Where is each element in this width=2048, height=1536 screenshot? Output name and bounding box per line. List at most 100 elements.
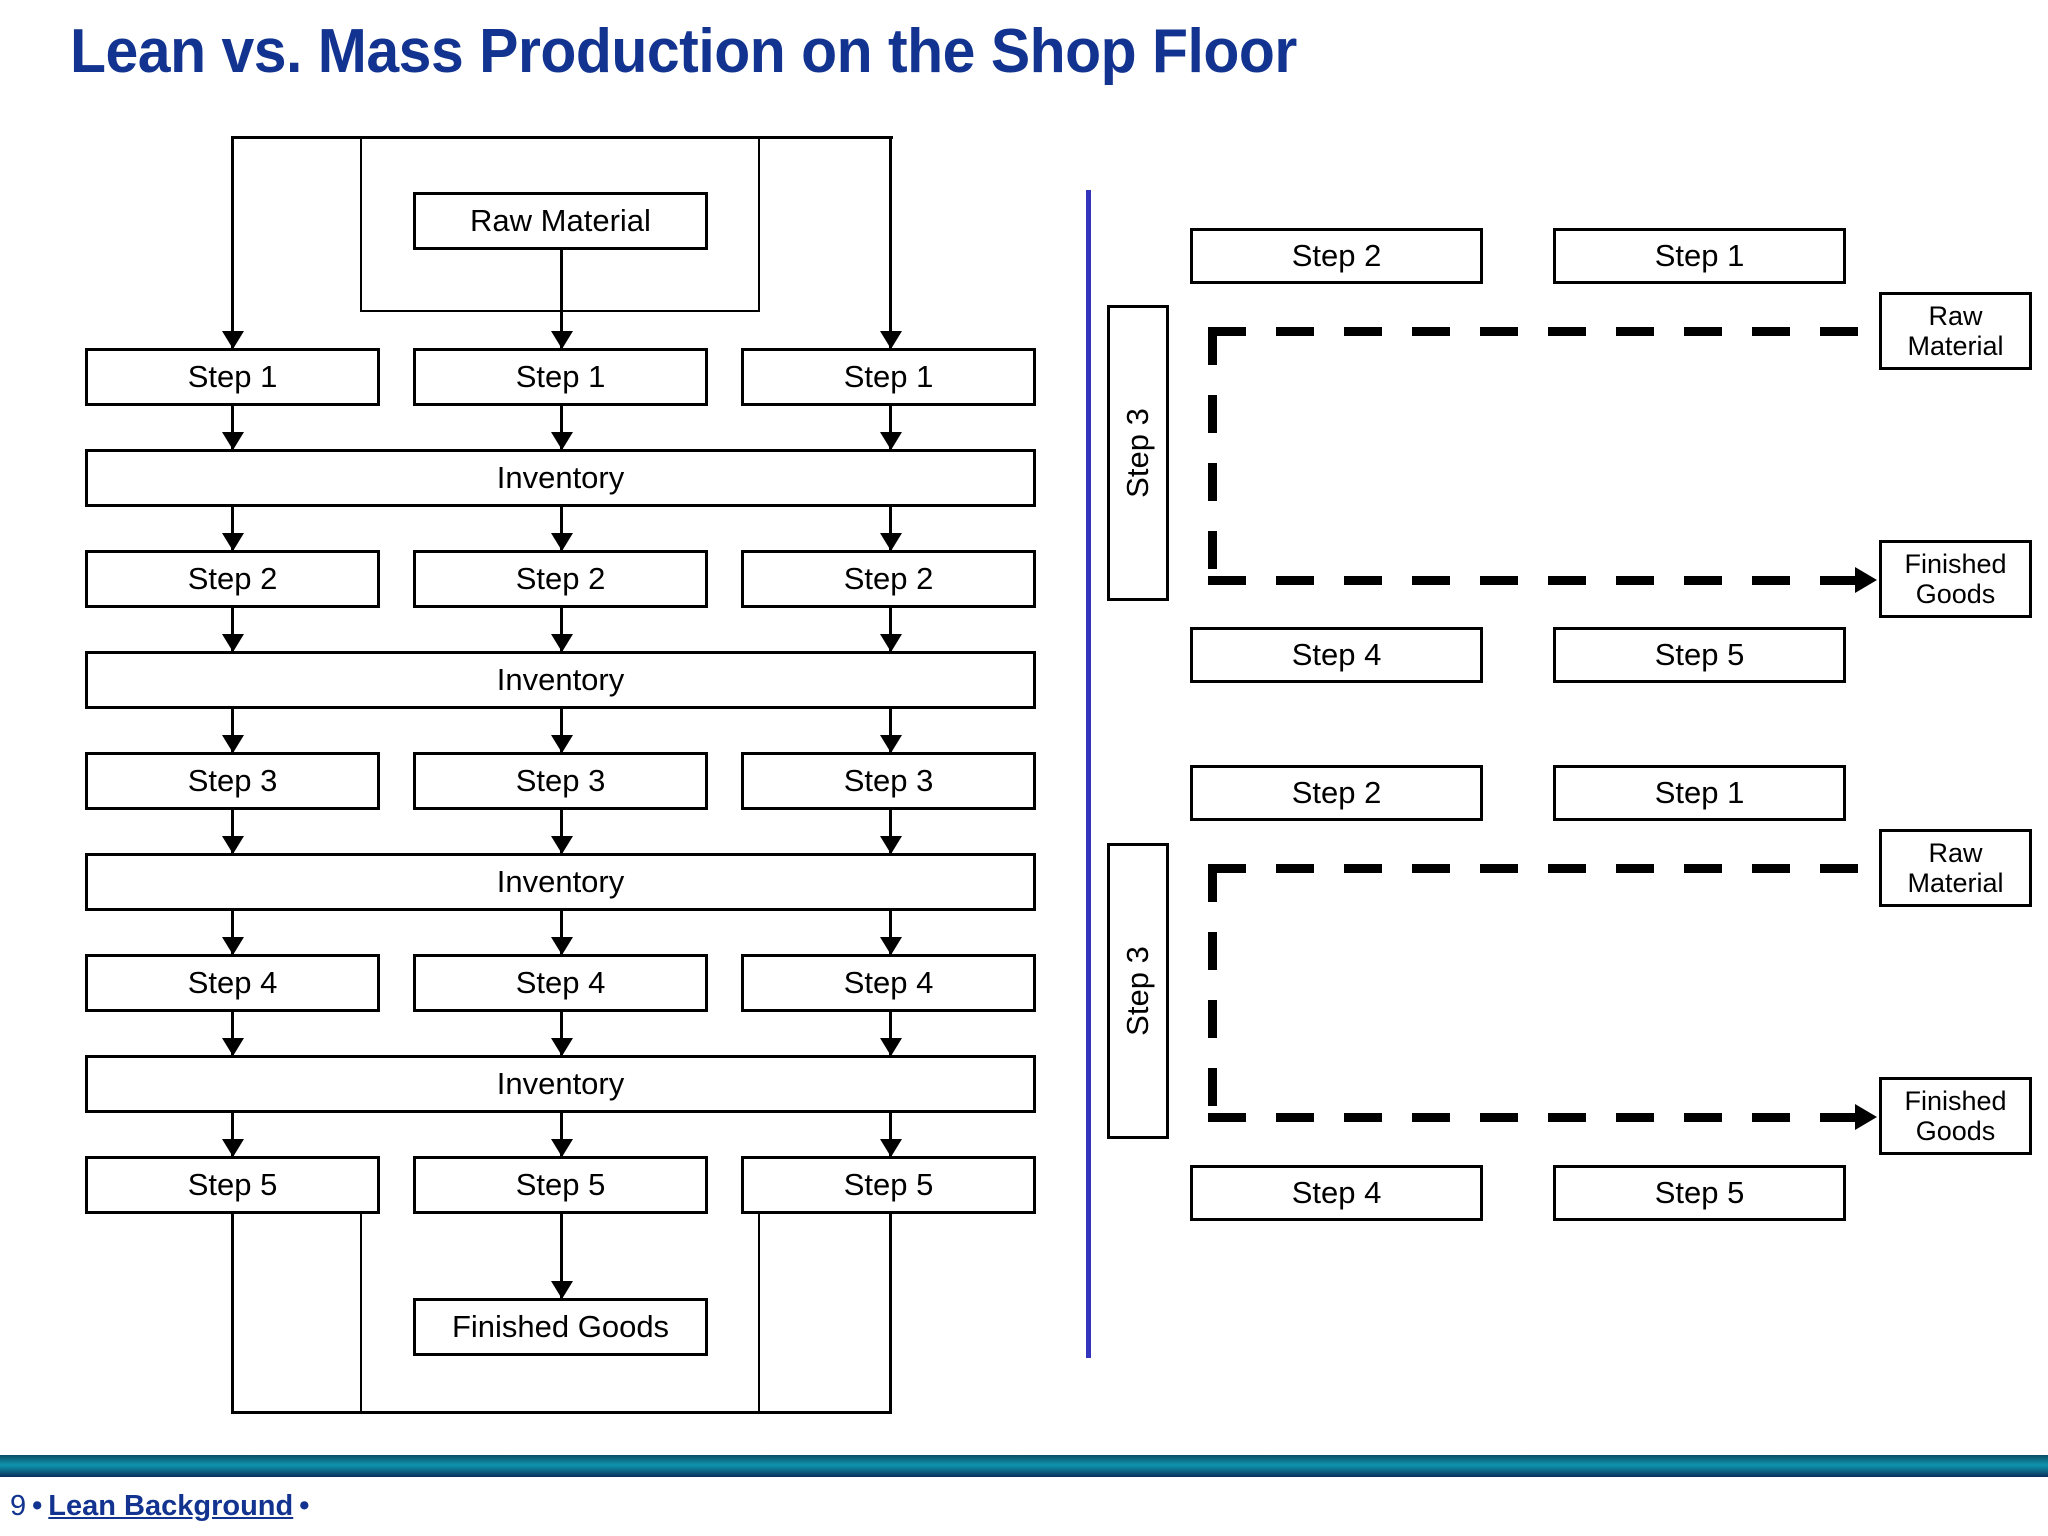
footer: 9•Lean Background•	[10, 1490, 315, 1523]
mass-step-box-c2-s5: Step 5	[413, 1156, 708, 1214]
finished-goods-line2: Goods	[1915, 1116, 1996, 1146]
mass-step-box-c3-s5: Step 5	[741, 1156, 1036, 1214]
lean1-dash-top	[1208, 327, 1888, 336]
finished-goods-line1: Finished	[1904, 1085, 2007, 1116]
finished-goods-line1: Finished	[1904, 548, 2007, 579]
arrow-inv2-to-c3-s3	[889, 709, 892, 752]
lean-step-label: Step 4	[1291, 636, 1382, 672]
footer-bullet-2: •	[299, 1490, 310, 1522]
arrow-c1-s3-to-inv3	[231, 810, 234, 853]
raw-material-line2: Material	[1907, 868, 2004, 898]
mass-step-label: Step 1	[843, 358, 934, 394]
mass-step-label: Step 5	[515, 1166, 606, 1202]
arrow-c3-s4-to-inv4	[889, 1012, 892, 1055]
lean1-step3-box: Step 3	[1107, 305, 1169, 601]
lean2-step1-box: Step 1	[1553, 765, 1846, 821]
arrow-c3-s1-to-inv1	[889, 406, 892, 449]
lean-step-label: Step 5	[1654, 636, 1745, 672]
lean1-step1-box: Step 1	[1553, 228, 1846, 284]
arrow-inv1-to-c3-s2	[889, 507, 892, 550]
arrow-c1-s1-to-inv1	[231, 406, 234, 449]
arrow-inv3-to-c3-s4	[889, 911, 892, 954]
arrow-c2-s3-to-inv3	[560, 810, 563, 853]
lean2-dash-left	[1208, 864, 1217, 1122]
lean1-dash-bottom	[1208, 576, 1840, 585]
lean2-step3-box: Step 3	[1107, 843, 1169, 1139]
mass-inventory-bar-1: Inventory	[85, 449, 1036, 507]
arrow-inv2-to-c1-s3	[231, 709, 234, 752]
arrow-c3-s2-to-inv2	[889, 608, 892, 651]
mass-inventory-label: Inventory	[496, 459, 625, 495]
top-distribution-bus	[231, 136, 893, 139]
lean2-dash-bottom	[1208, 1113, 1840, 1122]
mass-step-label: Step 3	[515, 762, 606, 798]
mass-step-label: Step 1	[187, 358, 278, 394]
arrow-c2-s4-to-inv4	[560, 1012, 563, 1055]
bottom-collection-bus	[231, 1411, 892, 1414]
arrow-inv4-to-c1-s5	[231, 1113, 234, 1156]
mass-inventory-label: Inventory	[496, 863, 625, 899]
lean2-step2-box: Step 2	[1190, 765, 1483, 821]
arrow-bus-to-step1-col1	[231, 136, 234, 348]
section-divider	[1086, 190, 1091, 1358]
lean2-dash-arrow-shaft	[1820, 1113, 1860, 1122]
line-c3-s5-to-bottom-bus	[889, 1214, 892, 1414]
lean-step-label: Step 1	[1654, 237, 1745, 273]
mass-inventory-bar-4: Inventory	[85, 1055, 1036, 1113]
arrow-inv4-to-c2-s5	[560, 1113, 563, 1156]
mass-inventory-bar-2: Inventory	[85, 651, 1036, 709]
mass-step-label: Step 4	[843, 964, 934, 1000]
mass-step-box-c2-s4: Step 4	[413, 954, 708, 1012]
arrow-c2-s1-to-inv1	[560, 406, 563, 449]
arrow-inv1-to-c1-s2	[231, 507, 234, 550]
finished-goods-label: Finished Goods	[451, 1308, 670, 1344]
arrow-bus-to-step1-col3	[889, 136, 892, 348]
raw-material-line1: Raw	[1928, 837, 1983, 868]
lean-step-label: Step 3	[1120, 946, 1155, 1036]
mass-inventory-label: Inventory	[496, 661, 625, 697]
mass-step-label: Step 5	[843, 1166, 934, 1202]
mass-step-box-c3-s4: Step 4	[741, 954, 1036, 1012]
lean1-dash-arrow-shaft	[1820, 576, 1860, 585]
lean2-finished-goods-box: Finished Goods	[1879, 1077, 2032, 1155]
mass-step-box-c2-s1: Step 1	[413, 348, 708, 406]
mass-step-box-c2-s3: Step 3	[413, 752, 708, 810]
arrow-c3-s3-to-inv3	[889, 810, 892, 853]
arrow-rawmaterial-to-step1-col2	[560, 250, 563, 348]
arrow-inv3-to-c1-s4	[231, 911, 234, 954]
lean-step-label: Step 1	[1654, 774, 1745, 810]
lean2-step4-box: Step 4	[1190, 1165, 1483, 1221]
mass-step-box-c2-s2: Step 2	[413, 550, 708, 608]
lean2-step5-box: Step 5	[1553, 1165, 1846, 1221]
mass-step-label: Step 2	[843, 560, 934, 596]
mass-step-box-c1-s4: Step 4	[85, 954, 380, 1012]
lean1-raw-material-box: Raw Material	[1879, 292, 2032, 370]
mass-inventory-label: Inventory	[496, 1065, 625, 1101]
lean1-finished-goods-box: Finished Goods	[1879, 540, 2032, 618]
mass-step-box-c3-s1: Step 1	[741, 348, 1036, 406]
arrow-inv3-to-c2-s4	[560, 911, 563, 954]
raw-material-line1: Raw	[1928, 300, 1983, 331]
arrow-inv4-to-c3-s5	[889, 1113, 892, 1156]
lean2-arrow-to-finished-goods	[1855, 1104, 1877, 1130]
arrow-inv1-to-c2-s2	[560, 507, 563, 550]
raw-material-box: Raw Material	[413, 192, 708, 250]
mass-step-label: Step 1	[515, 358, 606, 394]
lean2-dash-top	[1208, 864, 1888, 873]
slide-number: 9	[10, 1490, 27, 1522]
lean-step-label: Step 3	[1120, 408, 1155, 498]
lean1-step4-box: Step 4	[1190, 627, 1483, 683]
lean1-arrow-to-finished-goods	[1855, 567, 1877, 593]
raw-material-label: Raw Material	[470, 202, 651, 238]
arrow-c1-s2-to-inv2	[231, 608, 234, 651]
lean-step-label: Step 2	[1291, 237, 1382, 273]
line-c1-s5-to-bottom-bus	[231, 1214, 234, 1414]
mass-step-box-c1-s2: Step 2	[85, 550, 380, 608]
mass-step-label: Step 3	[843, 762, 934, 798]
footer-link-lean-background[interactable]: Lean Background	[48, 1490, 294, 1522]
lean-step-label: Step 4	[1291, 1174, 1382, 1210]
lean1-step5-box: Step 5	[1553, 627, 1846, 683]
mass-step-label: Step 2	[187, 560, 278, 596]
mass-step-box-c1-s3: Step 3	[85, 752, 380, 810]
arrow-inv2-to-c2-s3	[560, 709, 563, 752]
